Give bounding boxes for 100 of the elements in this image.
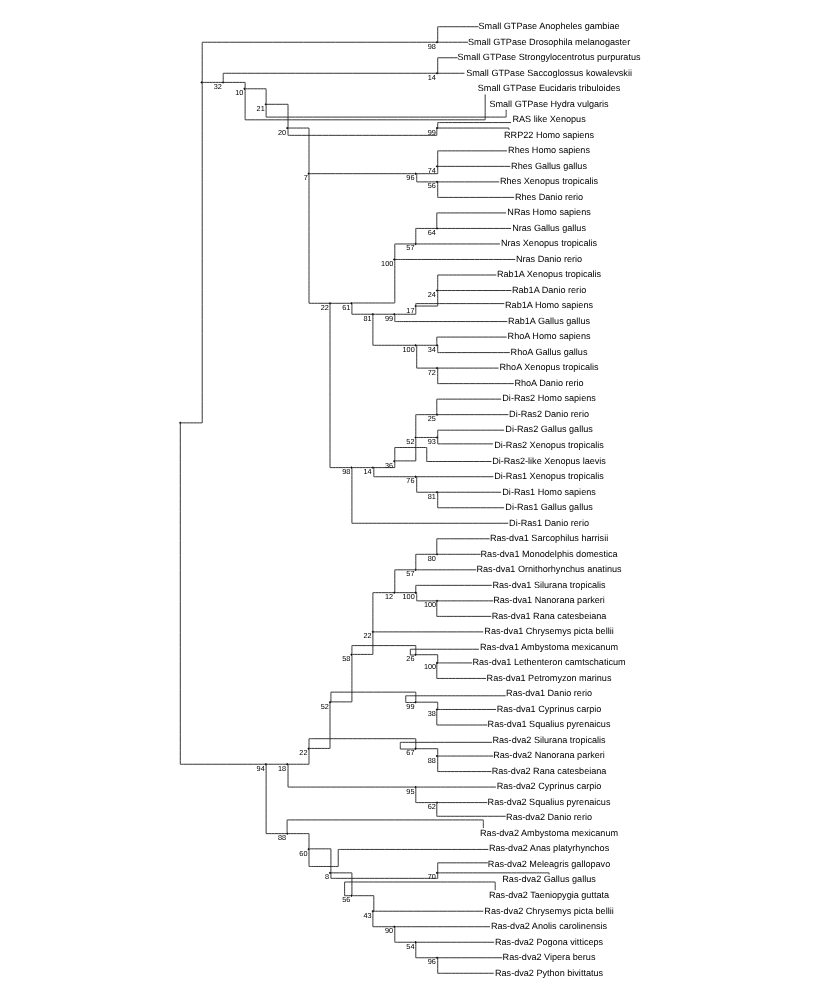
connector <box>437 414 509 416</box>
connector <box>394 438 417 462</box>
connector <box>351 467 509 524</box>
connector <box>372 592 394 632</box>
connector <box>416 786 497 788</box>
connector <box>405 695 507 703</box>
node-point <box>435 165 439 168</box>
node-point <box>328 871 332 874</box>
connector <box>437 367 499 369</box>
connector <box>201 41 437 83</box>
connector <box>437 181 515 198</box>
connector <box>409 648 480 656</box>
connector <box>287 833 310 849</box>
connector <box>437 553 481 555</box>
node-point <box>414 785 417 789</box>
connector <box>330 691 417 703</box>
connector <box>437 274 497 291</box>
connector <box>437 122 512 129</box>
connector <box>330 654 353 703</box>
connector <box>179 423 266 765</box>
connector <box>437 228 512 229</box>
node-point <box>435 708 439 711</box>
node-point <box>393 313 396 316</box>
connector <box>373 910 484 912</box>
connector <box>308 849 489 867</box>
connector <box>437 367 515 385</box>
node-point <box>328 701 332 704</box>
connector <box>437 662 473 664</box>
connector <box>416 569 477 571</box>
connector <box>415 414 437 437</box>
connector <box>416 173 437 183</box>
connector <box>416 476 437 493</box>
connector <box>436 212 507 229</box>
connector <box>416 290 439 307</box>
connector <box>222 72 437 82</box>
connector <box>437 429 505 438</box>
connector <box>308 738 417 749</box>
connector <box>415 584 493 593</box>
connector <box>372 911 394 928</box>
connector <box>437 127 510 131</box>
connector <box>437 437 494 445</box>
connector <box>351 645 417 655</box>
connector <box>351 303 373 315</box>
node-point <box>414 591 417 594</box>
connector <box>394 314 508 322</box>
connector <box>437 290 512 291</box>
connector <box>416 243 501 245</box>
connector <box>309 702 331 749</box>
connector <box>436 709 488 726</box>
connector <box>373 313 394 315</box>
connector <box>437 709 497 710</box>
node-point <box>286 126 289 130</box>
connector <box>437 41 469 43</box>
connector <box>329 303 351 469</box>
connector <box>330 302 352 304</box>
connector <box>308 173 415 175</box>
connector <box>351 895 375 912</box>
connector <box>394 592 416 594</box>
connector <box>394 306 417 315</box>
connector <box>415 942 437 959</box>
connector <box>416 437 437 438</box>
connector <box>415 553 437 570</box>
node-point <box>414 242 417 246</box>
connector <box>286 819 484 834</box>
connector <box>373 467 416 478</box>
node-point <box>286 763 289 766</box>
connector <box>394 569 416 593</box>
connector <box>308 174 330 304</box>
connector <box>372 314 416 346</box>
connector <box>437 957 503 959</box>
connector <box>394 243 416 260</box>
connector <box>437 600 494 602</box>
connector <box>415 228 437 244</box>
connector <box>416 592 437 602</box>
connector <box>437 491 502 493</box>
connector <box>416 654 439 664</box>
connector <box>416 941 495 943</box>
connector <box>394 259 516 260</box>
connector <box>394 447 492 462</box>
connector <box>436 663 487 679</box>
connector <box>436 398 502 415</box>
connector <box>344 881 496 897</box>
connector <box>437 181 500 183</box>
connector <box>351 632 374 655</box>
connector <box>180 82 203 424</box>
connector <box>437 57 459 74</box>
connector <box>202 81 223 83</box>
connector <box>437 957 495 974</box>
node-point <box>414 172 417 175</box>
connector <box>437 72 465 74</box>
connector <box>394 926 491 928</box>
connector <box>394 926 416 943</box>
connector <box>437 491 505 509</box>
connector <box>351 467 373 469</box>
connector <box>373 631 484 633</box>
connector <box>436 538 491 555</box>
node-point <box>435 871 439 874</box>
connector <box>416 701 439 710</box>
connector <box>437 802 488 804</box>
connector <box>437 26 479 43</box>
